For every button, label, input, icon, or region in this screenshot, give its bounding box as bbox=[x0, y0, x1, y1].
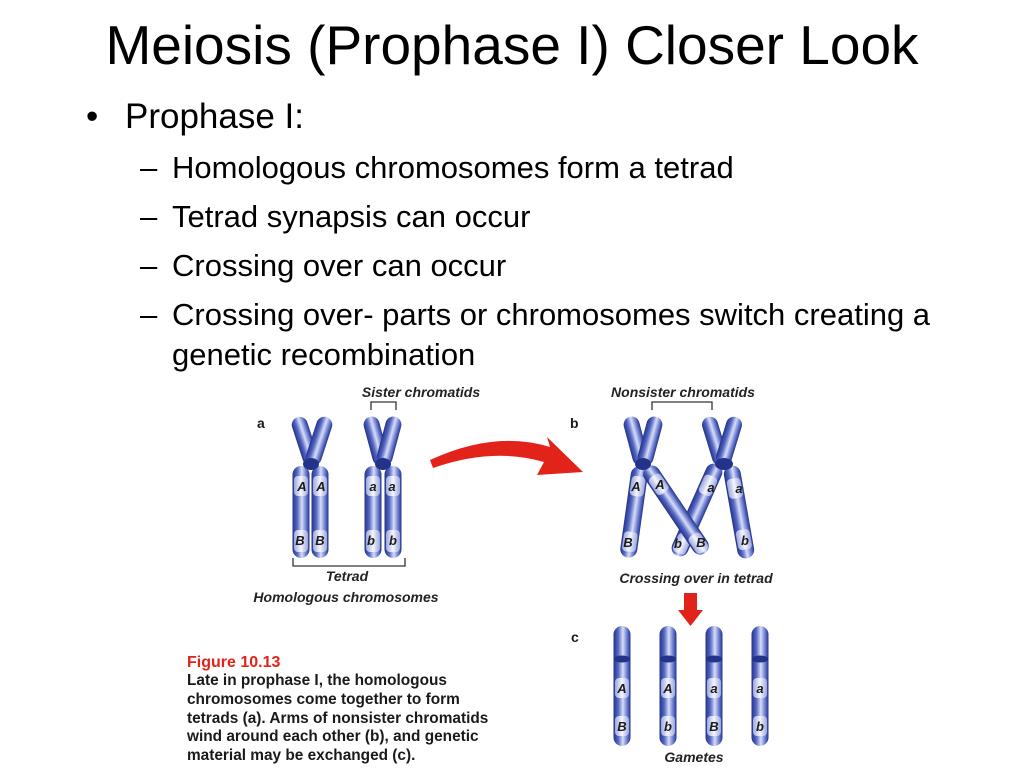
allele-label: a bbox=[707, 480, 714, 495]
sub-bullet-marker: – bbox=[140, 150, 158, 185]
centromere bbox=[715, 458, 733, 470]
sub-bullet-marker: – bbox=[140, 248, 158, 283]
nonsister-chromatids-label: Nonsister chromatids bbox=[611, 384, 755, 400]
figure-caption: Figure 10.13 Late in prophase I, the hom… bbox=[187, 653, 488, 766]
panel-b-letter: b bbox=[570, 415, 579, 431]
sister-chromatid bbox=[311, 466, 329, 558]
allele-label: A bbox=[616, 681, 626, 696]
sub-bullet-text: Crossing over- parts or chromosomes swit… bbox=[172, 297, 931, 372]
allele-label: b bbox=[756, 719, 764, 734]
sub-bullet-text: Crossing over can occur bbox=[172, 248, 507, 283]
allele-label: A bbox=[296, 479, 306, 494]
figure-number: Figure 10.13 bbox=[187, 654, 281, 671]
chromatid-upper-arm bbox=[376, 416, 402, 466]
allele-label: A bbox=[662, 681, 672, 696]
bullet-marker: • bbox=[86, 97, 99, 136]
sister-chromatids-bracket bbox=[370, 401, 397, 410]
allele-label: B bbox=[709, 719, 718, 734]
curved-arrow-icon bbox=[430, 437, 583, 475]
caption-line: wind around each other (b), and genetic bbox=[187, 728, 479, 746]
nonsister-chromatid bbox=[643, 465, 709, 555]
caption-line: chromosomes come together to form bbox=[187, 690, 460, 708]
bullet-prophase: • Prophase I: bbox=[86, 96, 304, 138]
centromere bbox=[635, 458, 651, 470]
sub-bullet-marker: – bbox=[140, 297, 158, 332]
allele-label: B bbox=[295, 533, 304, 548]
allele-label: a bbox=[369, 479, 376, 494]
allele-label: b bbox=[664, 719, 672, 734]
sister-chromatids-label: Sister chromatids bbox=[362, 384, 480, 400]
panel-c-letter: c bbox=[571, 629, 579, 645]
allele-label: a bbox=[756, 681, 763, 696]
sister-chromatid bbox=[384, 466, 402, 558]
outer-chromatid bbox=[723, 465, 755, 559]
bullet-text: Prophase I: bbox=[125, 97, 304, 136]
allele-label: b bbox=[674, 536, 682, 551]
sub-bullet-text: Homologous chromosomes form a tetrad bbox=[172, 150, 734, 185]
allele-label: b bbox=[367, 533, 375, 548]
allele-label: b bbox=[741, 533, 749, 548]
sub-bullet-text: Tetrad synapsis can occur bbox=[172, 199, 531, 234]
sister-chromatid bbox=[292, 466, 310, 558]
caption-line: material may be exchanged (c). bbox=[187, 747, 416, 764]
allele-label: B bbox=[696, 535, 705, 550]
gametes-label: Gametes bbox=[664, 749, 723, 765]
allele-label: a bbox=[735, 481, 742, 496]
chromatid-upper-arm bbox=[305, 416, 333, 466]
allele-label: B bbox=[315, 533, 324, 548]
sub-bullet-item: – Homologous chromosomes form a tetrad bbox=[0, 148, 942, 188]
allele-label: a bbox=[710, 681, 717, 696]
sister-chromatid bbox=[364, 466, 382, 558]
centromere bbox=[303, 458, 319, 470]
tetrad-label: Tetrad bbox=[326, 568, 369, 584]
allele-label: B bbox=[623, 535, 632, 550]
gamete-chromatid bbox=[613, 626, 631, 746]
sub-bullet-marker: – bbox=[140, 199, 158, 234]
outer-chromatid bbox=[620, 466, 648, 558]
chromatid-upper-arm bbox=[637, 416, 663, 466]
homologous-chromosome-1 bbox=[291, 416, 333, 558]
caption-line: tetrads (a). Arms of nonsister chromatid… bbox=[187, 709, 489, 727]
down-arrow-icon bbox=[678, 593, 703, 626]
allele-label: A bbox=[654, 477, 664, 492]
chromatid-upper-arm bbox=[716, 416, 742, 466]
gamete-chromatid bbox=[659, 626, 677, 746]
centromere bbox=[375, 458, 391, 470]
allele-label: b bbox=[389, 533, 397, 548]
allele-label: A bbox=[630, 479, 640, 494]
homologous-chromosomes-label: Homologous chromosomes bbox=[253, 589, 438, 605]
gamete-chromatid bbox=[751, 626, 769, 746]
sub-bullet-item: – Crossing over can occur bbox=[0, 246, 942, 286]
gamete-chromatid bbox=[705, 626, 723, 746]
caption-line: Late in prophase I, the homologous bbox=[187, 672, 447, 689]
allele-label: A bbox=[315, 479, 325, 494]
slide-title: Meiosis (Prophase I) Closer Look bbox=[105, 14, 919, 76]
sub-bullet-list: – Homologous chromosomes form a tetrad –… bbox=[0, 148, 1024, 384]
tetrad-bracket bbox=[292, 558, 406, 567]
sub-bullet-item: – Crossing over- parts or chromosomes sw… bbox=[0, 295, 942, 375]
homologous-chromosome-2 bbox=[363, 416, 402, 558]
crossing-over-label: Crossing over in tetrad bbox=[619, 570, 773, 586]
crossing-over-tetrad bbox=[620, 416, 755, 559]
allele-label: B bbox=[617, 719, 626, 734]
panel-a-letter: a bbox=[257, 415, 265, 431]
sub-bullet-item: – Tetrad synapsis can occur bbox=[0, 197, 942, 237]
nonsister-chromatids-bracket bbox=[651, 401, 713, 410]
allele-label: a bbox=[388, 479, 395, 494]
